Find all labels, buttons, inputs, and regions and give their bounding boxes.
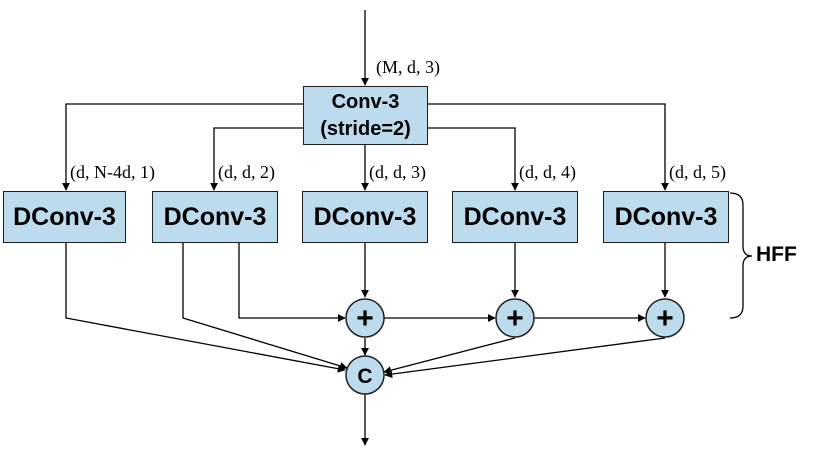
conv-block-stride: (stride=2): [320, 117, 411, 140]
add-node-2-symbol: +: [506, 302, 524, 335]
edge-branch-1-to-concat: [65, 243, 346, 373]
branch-2-shape-label: (d, d, 2): [218, 162, 275, 182]
add-node-1-symbol: +: [356, 302, 374, 335]
dconv-block-5-label: DConv-3: [614, 202, 718, 231]
branch-4-shape-label: (d, d, 4): [519, 162, 576, 182]
add-node-1: +: [345, 298, 385, 338]
dconv-block-3: DConv-3: [302, 191, 428, 243]
hff-brace: [729, 192, 753, 319]
edge-conv-to-branch-4: [428, 127, 519, 191]
branch-1-shape-label: (d, N-4d, 1): [70, 162, 155, 182]
dconv-block-4-label: DConv-3: [463, 202, 567, 231]
dconv-block-2: DConv-3: [152, 191, 278, 243]
conv-block-title: Conv-3: [331, 90, 400, 113]
edge-add-2-to-concat: [383, 337, 516, 375]
hff-label: HFF: [756, 243, 797, 266]
branch-5-shape-label: (d, d, 5): [669, 162, 726, 182]
edge-branch-2a-to-concat: [182, 243, 348, 370]
edge-conv-to-branch-2: [210, 127, 303, 191]
add-node-2: +: [495, 298, 535, 338]
dconv-block-1-label: DConv-3: [13, 202, 116, 231]
edge-conv-to-branch-5: [428, 103, 669, 191]
add-node-3-symbol: +: [656, 302, 674, 335]
dconv-block-3-label: DConv-3: [313, 202, 417, 231]
input-shape-label: (M, d, 3): [376, 57, 440, 77]
branch-3-shape-label: (d, d, 3): [369, 162, 426, 182]
concat-node: C: [345, 355, 385, 395]
dconv-block-5: DConv-3: [603, 191, 729, 243]
dconv-block-1: DConv-3: [3, 191, 126, 243]
edge-add-3-to-concat: [384, 337, 666, 379]
dconv-block-4: DConv-3: [452, 191, 578, 243]
conv-stride2-block: Conv-3 (stride=2): [303, 86, 428, 145]
edge-branch-2b-to-add-1: [238, 243, 346, 322]
concat-node-symbol: C: [357, 365, 372, 388]
dconv-block-2-label: DConv-3: [163, 202, 267, 231]
edge-conv-to-branch-1: [62, 103, 303, 191]
add-node-3: +: [645, 298, 685, 338]
